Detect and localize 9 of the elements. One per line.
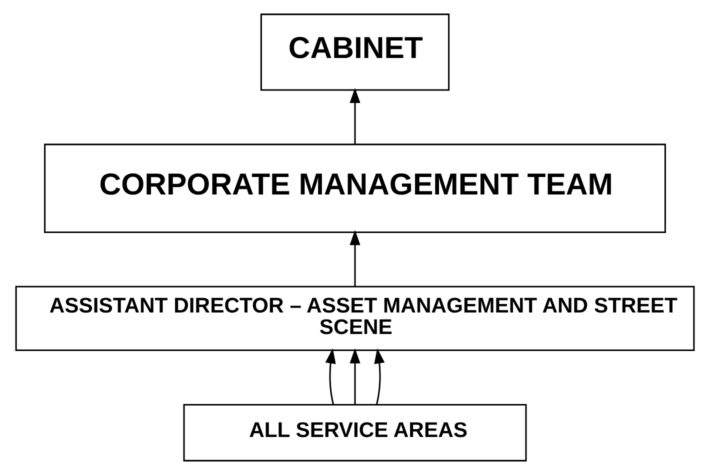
arrow [349,230,360,286]
arrow [324,348,336,404]
node-box: CORPORATE MANAGEMENT TEAM [44,144,666,233]
node-box: ALL SERVICE AREAS [182,404,526,462]
arrow [349,348,360,404]
node-box: ASSISTANT DIRECTOR – ASSET MANAGEMENT AND STREET SCENE [14,286,694,351]
arrow [374,348,384,404]
node-box: CABINET [260,14,450,91]
arrow [349,88,360,144]
